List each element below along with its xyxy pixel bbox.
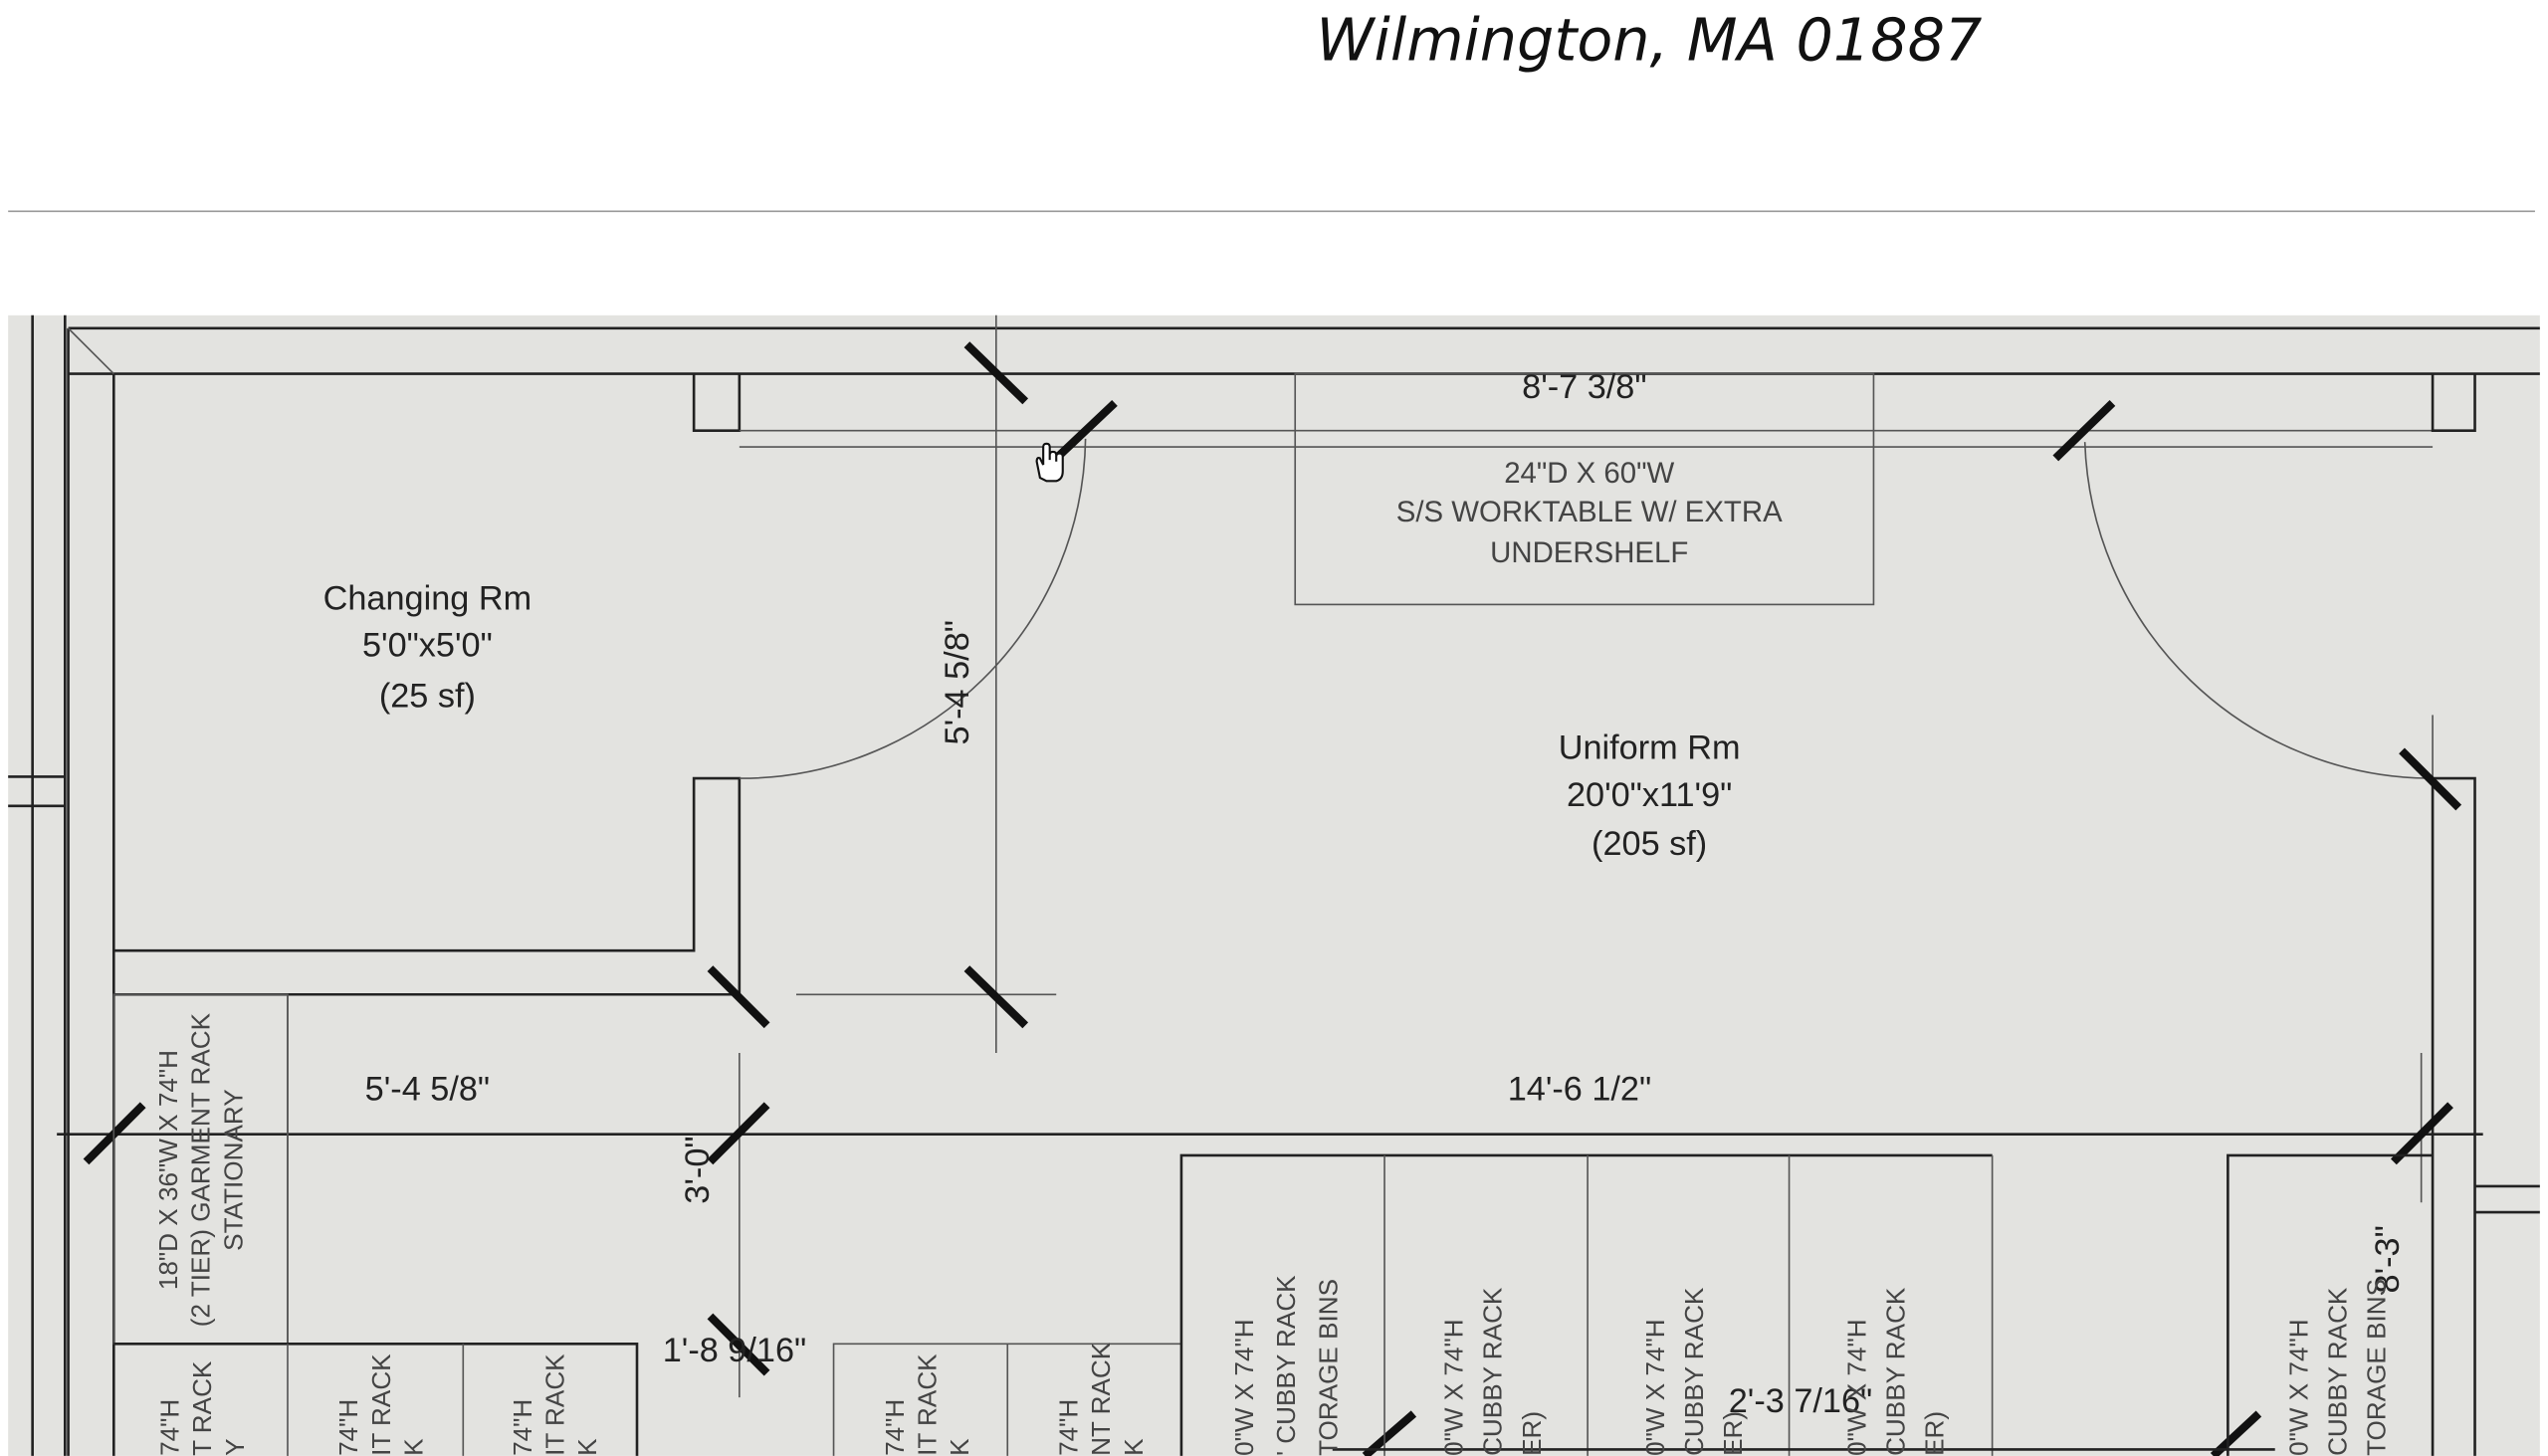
cubby-rack[interactable]: 0"W X 74"H ' CUBBY RACK TORAGE BINS bbox=[1229, 1275, 1344, 1456]
rack-line: 0"W X 74"H bbox=[1229, 1319, 1259, 1456]
rack-line: 0"W X 74"H bbox=[1438, 1319, 1468, 1456]
dimension-labels: 8'-7 3/8" 5'-4 5/8" 5'-4 5/8" 14'-6 1/2"… bbox=[365, 368, 2407, 1420]
room-area: (25 sf) bbox=[379, 677, 476, 715]
room-dimensions: 20'0"x11'9" bbox=[1567, 776, 1732, 814]
room-name: Changing Rm bbox=[323, 579, 532, 617]
garment-rack[interactable]: 74"H IT RACK K bbox=[333, 1353, 428, 1456]
dim-main-horizontal: 14'-6 1/2" bbox=[1508, 1070, 1651, 1108]
rack-line: TORAGE BINS bbox=[1314, 1279, 1344, 1456]
cubby-rack[interactable]: 0"W X 74"H CUBBY RACK ER) bbox=[1841, 1287, 1949, 1456]
worktable-line: 24"D X 60"W bbox=[1504, 457, 1674, 490]
rack-line: T RACK bbox=[187, 1360, 217, 1456]
rack-line: ER) bbox=[1920, 1411, 1950, 1456]
rack-line: 74"H bbox=[155, 1399, 185, 1456]
dim-right-vertical: 8'-3" bbox=[2369, 1225, 2407, 1293]
room-dimensions: 5'0"x5'0" bbox=[362, 627, 493, 665]
rack-line: CUBBY RACK bbox=[1478, 1287, 1508, 1456]
rack-line: Y bbox=[220, 1439, 250, 1456]
garment-rack[interactable]: 74"H NT RACK K bbox=[1053, 1342, 1148, 1456]
rack-line: ER) bbox=[1718, 1411, 1748, 1456]
plan-background bbox=[8, 314, 2540, 1456]
rack-line: IT RACK bbox=[912, 1353, 942, 1456]
rack-line: IT RACK bbox=[366, 1353, 396, 1456]
dim-left-horizontal: 5'-4 5/8" bbox=[365, 1070, 490, 1108]
lower-garment-racks bbox=[113, 1342, 1181, 1456]
rack-line: 74"H bbox=[508, 1399, 537, 1456]
rack-line: STATIONARY bbox=[218, 1089, 248, 1250]
garment-rack-stationary[interactable]: 18"D X 36"W X 74"H (2 TIER) GARMENT RACK… bbox=[112, 993, 289, 1346]
address-header: Wilmington, MA 01887 bbox=[1316, 5, 1982, 74]
rack-line: K bbox=[1119, 1438, 1149, 1456]
rack-line: IT RACK bbox=[540, 1353, 570, 1456]
worktable[interactable]: 24"D X 60"W S/S WORKTABLE W/ EXTRA UNDER… bbox=[1294, 372, 1875, 606]
garment-rack[interactable]: 74"H IT RACK K bbox=[508, 1353, 602, 1456]
rack-line: K bbox=[945, 1438, 974, 1456]
rack-line: (2 TIER) GARMENT RACK bbox=[186, 1012, 216, 1327]
dim-top: 8'-7 3/8" bbox=[1522, 368, 1646, 406]
rack-line: 18"D X 36"W X 74"H bbox=[153, 1050, 183, 1290]
rack-line: ' CUBBY RACK bbox=[1271, 1275, 1301, 1456]
dim-lower-right: 2'-3 7/16" bbox=[1729, 1382, 1872, 1420]
hand-cursor-icon bbox=[1035, 442, 1064, 483]
rack-line: NT RACK bbox=[1086, 1342, 1116, 1456]
cubby-rack[interactable]: 0"W X 74"H CUBBY RACK ER) bbox=[1640, 1287, 1748, 1456]
rack-line: 0"W X 74"H bbox=[1841, 1319, 1871, 1456]
rack-line: 0"W X 74"H bbox=[2283, 1319, 2313, 1456]
rack-line: 0"W X 74"H bbox=[1640, 1319, 1670, 1456]
cubby-rack[interactable]: 0"W X 74"H CUBBY RACK ER) bbox=[1438, 1287, 1546, 1456]
walls bbox=[8, 314, 2540, 1456]
worktable-line: S/S WORKTABLE W/ EXTRA bbox=[1396, 496, 1783, 528]
rack-line: 74"H bbox=[333, 1399, 363, 1456]
rack-line: CUBBY RACK bbox=[2323, 1287, 2353, 1456]
worktable-line: UNDERSHELF bbox=[1490, 536, 1688, 569]
garment-rack[interactable]: 74"H IT RACK K bbox=[880, 1353, 974, 1456]
cubby-rack[interactable]: 0"W X 74"H CUBBY RACK TORAGE BINS bbox=[2283, 1279, 2391, 1456]
rack-line: TORAGE BINS bbox=[2362, 1279, 2392, 1456]
room-name: Uniform Rm bbox=[1559, 729, 1741, 767]
rack-line: 74"H bbox=[1053, 1399, 1083, 1456]
rack-line: CUBBY RACK bbox=[1880, 1287, 1910, 1456]
cubby-rack-outlines bbox=[1179, 1153, 2434, 1456]
dimension-ticks bbox=[83, 341, 2462, 1456]
room-changing[interactable]: Changing Rm 5'0"x5'0" (25 sf) bbox=[323, 579, 532, 715]
rack-line: ER) bbox=[1517, 1411, 1547, 1456]
garment-rack[interactable]: 74"H T RACK Y bbox=[155, 1360, 250, 1456]
dim-door-vertical: 5'-4 5/8" bbox=[939, 620, 976, 744]
dim-lower-left: 1'-8 9/16" bbox=[663, 1332, 806, 1369]
room-uniform[interactable]: Uniform Rm 20'0"x11'9" (205 sf) bbox=[1559, 729, 1741, 863]
rack-line: CUBBY RACK bbox=[1679, 1287, 1709, 1456]
room-area: (205 sf) bbox=[1592, 825, 1707, 863]
rack-line: K bbox=[572, 1438, 602, 1456]
dim-aisle-vertical: 3'-0" bbox=[679, 1136, 717, 1203]
rack-line: K bbox=[398, 1438, 428, 1456]
rack-line: 74"H bbox=[880, 1399, 910, 1456]
